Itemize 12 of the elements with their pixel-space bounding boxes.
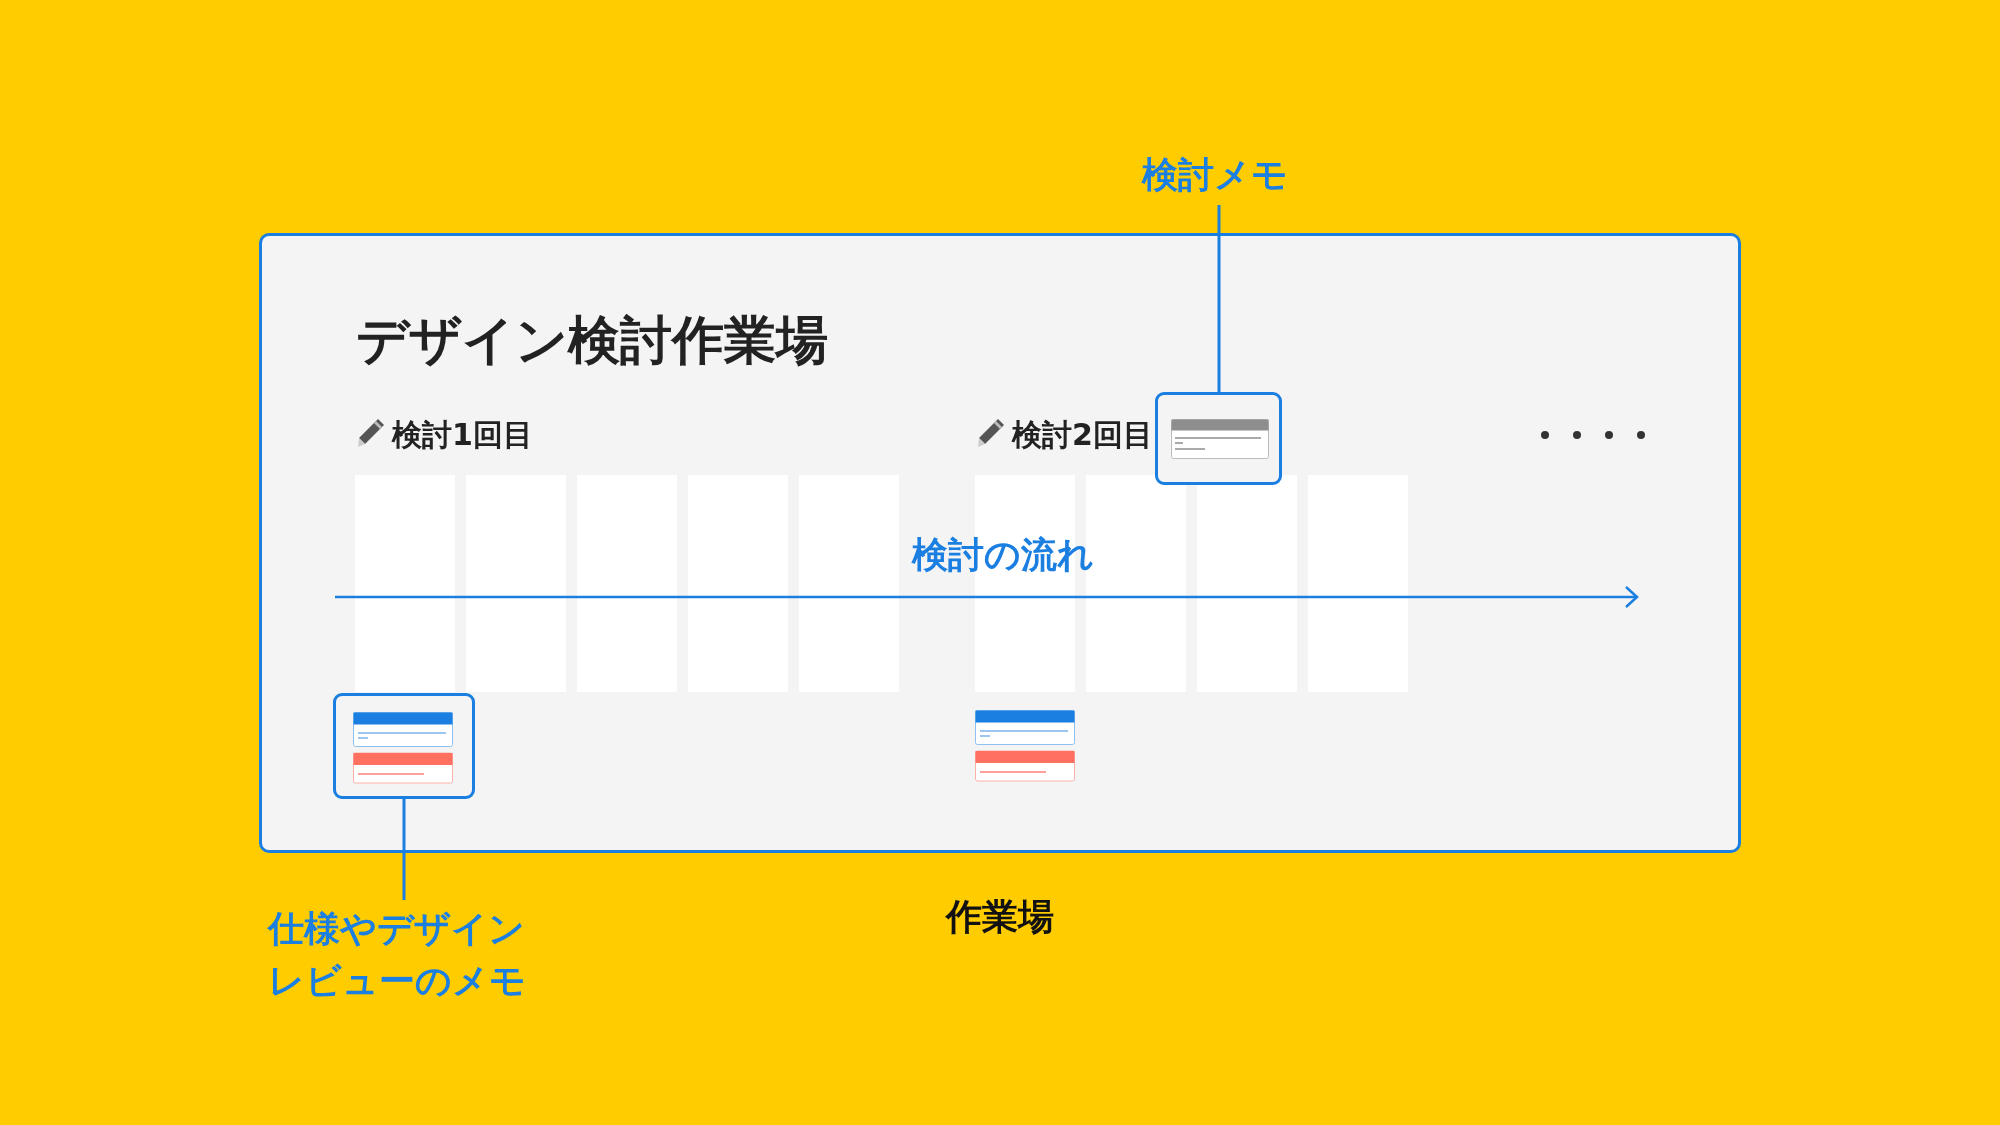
frame-caption: 作業場 — [944, 895, 1055, 939]
round-heading: 検討1回目 — [392, 416, 533, 454]
highlight-box — [333, 693, 475, 799]
round-heading: 検討2回目 — [1012, 416, 1153, 454]
leader-line — [402, 799, 406, 900]
leader-line — [1217, 205, 1221, 392]
flow-label: 検討の流れ — [910, 533, 1095, 577]
workspace-title: デザイン検討作業場 — [356, 309, 828, 372]
highlight-box — [1155, 392, 1282, 485]
callout-label: 検討メモ — [1142, 152, 1288, 197]
callout-label: 仕様やデザインレビューのメモ — [268, 906, 527, 1003]
workspace-frame — [259, 233, 1741, 853]
